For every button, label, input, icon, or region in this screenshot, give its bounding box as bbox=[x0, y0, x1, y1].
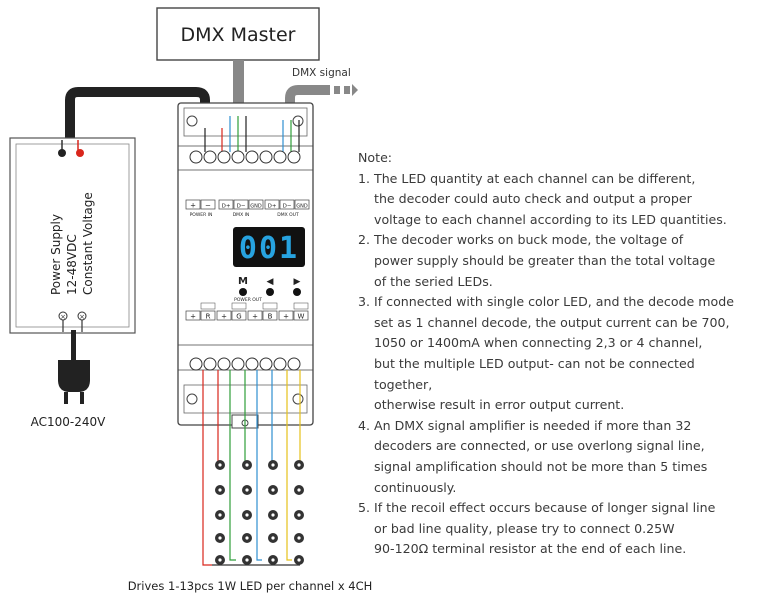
note-text: If the recoil effect occurs because of l… bbox=[374, 500, 716, 557]
svg-text:×: × bbox=[60, 313, 66, 321]
out-label-plus-1: + bbox=[190, 313, 196, 321]
notes-panel: Note: 1.The LED quantity at each channel… bbox=[358, 148, 753, 560]
note-item: 4.An DMX signal amplifier is needed if m… bbox=[358, 416, 753, 498]
note-text: The LED quantity at each channel can be … bbox=[374, 170, 727, 227]
led-grid bbox=[215, 460, 304, 565]
psu-label-line3: Constant Voltage bbox=[81, 192, 95, 295]
ac-voltage-label: AC100-240V bbox=[31, 415, 107, 429]
power-cable bbox=[65, 87, 210, 150]
dmx-signal-cable: DMX signal bbox=[285, 67, 358, 125]
note-item: 1.The LED quantity at each channel can b… bbox=[358, 169, 753, 231]
led-display: 001 bbox=[233, 227, 305, 267]
button-label-left: ◀ bbox=[267, 277, 274, 287]
led-column-2 bbox=[242, 460, 252, 565]
out-label-g: G bbox=[236, 313, 241, 321]
output-wires bbox=[202, 370, 301, 566]
dmx-master-label: DMX Master bbox=[181, 24, 296, 46]
dmx-master-cable bbox=[233, 60, 244, 116]
drive-caption: Drives 1-13pcs 1W LED per channel x 4CH bbox=[128, 579, 373, 593]
psu-positive-terminal bbox=[76, 149, 84, 157]
notes-list: 1.The LED quantity at each channel can b… bbox=[358, 169, 753, 560]
out-label-w: W bbox=[298, 313, 305, 321]
note-number: 3. bbox=[358, 294, 371, 310]
note-text: If connected with single color LED, and … bbox=[374, 294, 734, 413]
note-number: 4. bbox=[358, 417, 371, 433]
terminal-label-gnd-out: GND bbox=[296, 204, 308, 210]
out-label-r: R bbox=[206, 313, 211, 321]
left-button[interactable] bbox=[266, 288, 274, 296]
terminal-label-dplus-in: D+ bbox=[222, 204, 231, 210]
led-column-4 bbox=[294, 460, 304, 565]
terminal-label-plus: + bbox=[190, 202, 196, 210]
note-text: The decoder works on buck mode, the volt… bbox=[374, 232, 716, 289]
dmx-out-label: DMX OUT bbox=[277, 212, 299, 218]
terminal-label-dminus-in: D− bbox=[237, 204, 246, 210]
power-out-label: POWER OUT bbox=[234, 297, 262, 303]
psu-negative-terminal bbox=[58, 149, 66, 157]
note-number: 1. bbox=[358, 170, 371, 186]
psu-label-line2: 12-48VDC bbox=[65, 234, 79, 295]
bottom-terminal-screws bbox=[189, 357, 301, 371]
led-column-1 bbox=[215, 460, 225, 565]
note-item: 3.If connected with single color LED, an… bbox=[358, 292, 753, 416]
terminal-label-gnd-in: GND bbox=[250, 204, 262, 210]
note-number: 5. bbox=[358, 500, 371, 516]
out-label-plus-4: + bbox=[283, 313, 289, 321]
top-terminal-labels: + − D+ D− GND D+ D− GND POWER IN DMX IN … bbox=[185, 199, 310, 218]
top-terminal-screws bbox=[189, 150, 301, 164]
display-value: 001 bbox=[239, 231, 299, 266]
top-wires bbox=[204, 116, 300, 152]
notes-title: Note: bbox=[358, 150, 393, 165]
note-number: 2. bbox=[358, 232, 371, 248]
note-text: An DMX signal amplifier is needed if mor… bbox=[374, 417, 708, 495]
power-in-label: POWER IN bbox=[190, 212, 213, 218]
terminal-label-minus: − bbox=[205, 202, 211, 210]
button-label-right: ▶ bbox=[294, 277, 301, 287]
terminal-label-dplus-out: D+ bbox=[268, 204, 277, 210]
led-column-3 bbox=[268, 460, 278, 565]
mode-button[interactable] bbox=[239, 288, 247, 296]
ac-plug: AC100-240V bbox=[31, 320, 107, 429]
svg-text:×: × bbox=[79, 313, 85, 321]
right-button[interactable] bbox=[293, 288, 301, 296]
dmx-master-box: DMX Master bbox=[156, 7, 320, 61]
note-item: 2.The decoder works on buck mode, the vo… bbox=[358, 230, 753, 292]
out-label-b: B bbox=[268, 313, 273, 321]
out-label-plus-3: + bbox=[252, 313, 258, 321]
note-item: 5.If the recoil effect occurs because of… bbox=[358, 498, 753, 560]
button-label-mode: M bbox=[238, 276, 248, 287]
terminal-label-dminus-out: D− bbox=[283, 204, 292, 210]
dmx-in-label: DMX IN bbox=[233, 212, 250, 218]
control-buttons: M ◀ ▶ bbox=[238, 276, 301, 296]
psu-label-line1: Power Supply bbox=[49, 214, 63, 295]
power-supply: Power Supply 12-48VDC Constant Voltage ×… bbox=[9, 137, 136, 334]
dmx-signal-label: DMX signal bbox=[292, 67, 351, 79]
out-label-plus-2: + bbox=[221, 313, 227, 321]
bottom-terminal-labels: POWER OUT + R + G + B + W bbox=[185, 297, 309, 321]
